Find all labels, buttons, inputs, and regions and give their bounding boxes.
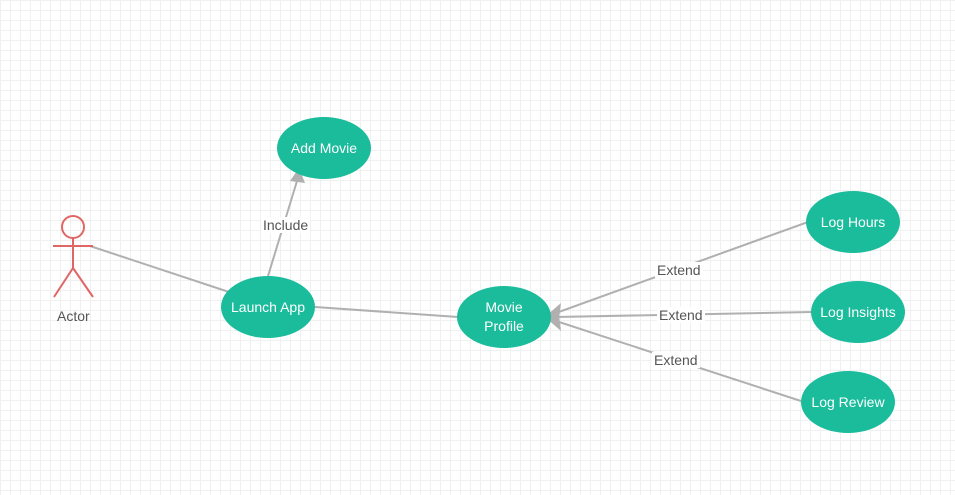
- extend-label-review: Extend: [652, 352, 700, 368]
- usecase-movie-profile[interactable]: [457, 286, 551, 348]
- usecase-add-movie[interactable]: [277, 117, 371, 179]
- actor-left-leg: [53, 267, 74, 298]
- actor-right-leg: [72, 267, 94, 298]
- actor-label: Actor: [57, 308, 90, 324]
- edges: [89, 180, 813, 403]
- usecase-launch-app[interactable]: [221, 276, 315, 338]
- include-arrowhead: [290, 168, 305, 183]
- edge-launch-app-movie-profile: [314, 306, 459, 318]
- usecase-log-insights[interactable]: [811, 281, 905, 343]
- actor-head: [61, 215, 85, 239]
- edge-actor-launch-app: [89, 245, 230, 293]
- usecase-log-review[interactable]: [801, 371, 895, 433]
- actor-figure: [53, 215, 94, 298]
- include-label: Include: [261, 217, 311, 233]
- usecases: [221, 117, 905, 433]
- usecase-log-hours[interactable]: [806, 191, 900, 253]
- extend-label-hours: Extend: [655, 262, 703, 278]
- extend-label-insights: Extend: [657, 307, 705, 323]
